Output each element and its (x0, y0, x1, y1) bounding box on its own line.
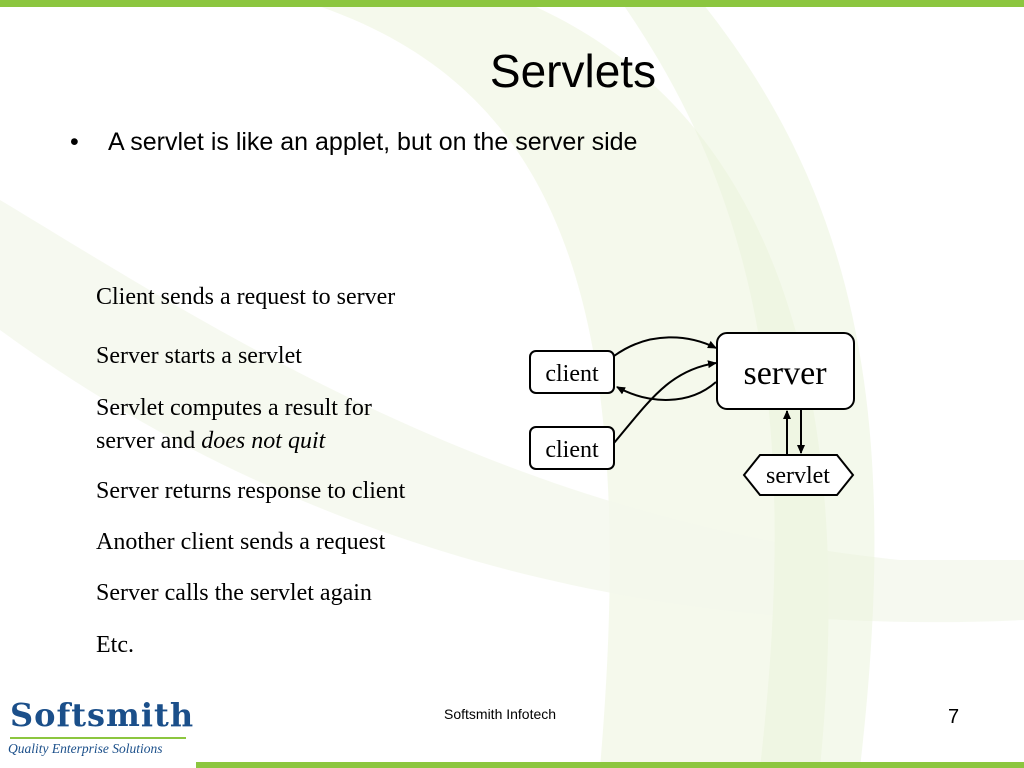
bullet-point: • A servlet is like an applet, but on the… (70, 128, 637, 157)
server-box (716, 332, 855, 410)
step-3-emphasis: does not quit (201, 428, 326, 454)
slide-title: Servlets (489, 45, 657, 97)
server-label: server (743, 355, 827, 392)
step-7: Etc. (96, 632, 134, 658)
arrow-client1-to-server (613, 336, 717, 357)
servlet-label: servlet (766, 463, 830, 489)
bullet-icon: • (70, 128, 79, 156)
step-1: Client sends a request to server (96, 284, 396, 310)
client-box-1 (529, 350, 615, 394)
bullet-text: A servlet is like an applet, but on the … (108, 128, 638, 156)
logo-divider (10, 737, 186, 739)
servlet-hexagon (742, 454, 855, 496)
page-number: 7 (948, 706, 960, 728)
step-2: Server starts a servlet (96, 343, 302, 369)
step-3: Servlet computes a result for server and… (96, 392, 372, 458)
step-4: Server returns response to client (96, 478, 406, 504)
step-6: Server calls the servlet again (96, 580, 372, 606)
bottom-accent-bar (196, 762, 1024, 768)
step-3-line-2: server and (96, 428, 202, 454)
logo-tagline: Quality Enterprise Solutions (8, 741, 163, 756)
client-box-2 (529, 426, 615, 470)
footer-company: Softsmith Infotech (444, 706, 557, 722)
arrow-server-to-client1 (616, 381, 717, 401)
step-5: Another client sends a request (96, 529, 386, 555)
company-logo: Softsmith Quality Enterprise Solutions (8, 697, 196, 763)
logo-wordmark: Softsmith (10, 696, 195, 734)
client-label-1: client (545, 361, 599, 387)
step-3-line-1: Servlet computes a result for (96, 395, 372, 421)
client-label-2: client (545, 437, 599, 463)
top-accent-bar (0, 0, 1024, 7)
arrow-client2-to-server (613, 360, 717, 444)
